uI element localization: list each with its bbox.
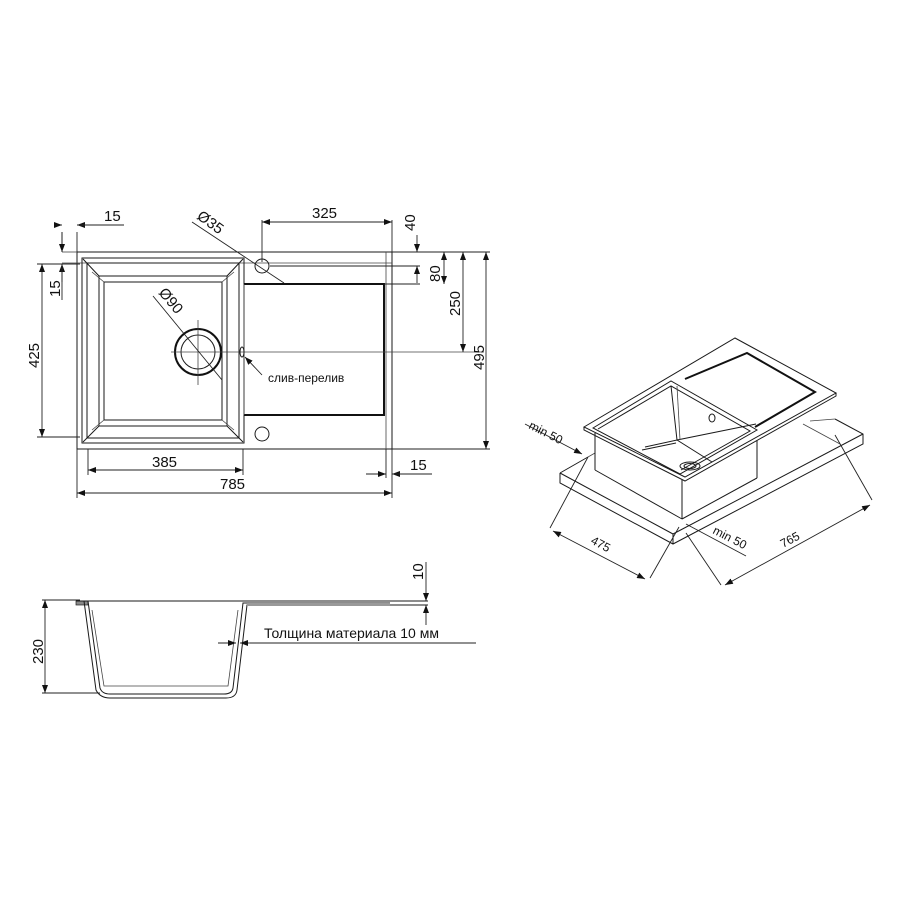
sink-outline	[76, 251, 393, 450]
dim-15-left: 15	[47, 280, 64, 297]
dim-15-right: 15	[410, 457, 427, 474]
side-view: 230 10 Толщина материала 10 мм	[30, 562, 476, 699]
dim-325: 325	[312, 205, 337, 222]
dim-250: 250	[447, 291, 464, 316]
overflow-label: слив-перелив	[268, 371, 344, 385]
dim-10: 10	[410, 563, 427, 580]
dim-785: 785	[220, 476, 245, 493]
bowl-floor	[103, 281, 223, 421]
dim-765: 765	[778, 529, 803, 551]
top-view: слив-перелив Ø90 Ø35 15 15 425 325	[26, 205, 490, 498]
bowl-profile	[87, 600, 390, 695]
dim-385: 385	[152, 454, 177, 471]
countertop	[559, 418, 864, 545]
isometric-view: min 50 min 50 475 765	[524, 337, 873, 586]
drainboard	[244, 283, 385, 416]
dim-40: 40	[402, 214, 419, 231]
dim-495: 495	[471, 345, 488, 370]
overflow-icon	[239, 346, 245, 358]
bowl-rim	[81, 257, 245, 444]
thickness-label: Толщина материала 10 мм	[264, 625, 439, 641]
dim-230: 230	[30, 639, 47, 664]
dim-80: 80	[427, 265, 444, 282]
dim-drain-dia: Ø90	[155, 285, 186, 318]
overflow-iso-icon	[708, 413, 716, 423]
dim-425: 425	[26, 343, 43, 368]
tap-hole-alt-icon	[254, 426, 270, 442]
dim-min-left: min 50	[527, 418, 566, 447]
sink-top	[582, 337, 838, 478]
dim-15-top: 15	[104, 208, 121, 225]
dim-tap-hole-dia: Ø35	[194, 207, 227, 237]
